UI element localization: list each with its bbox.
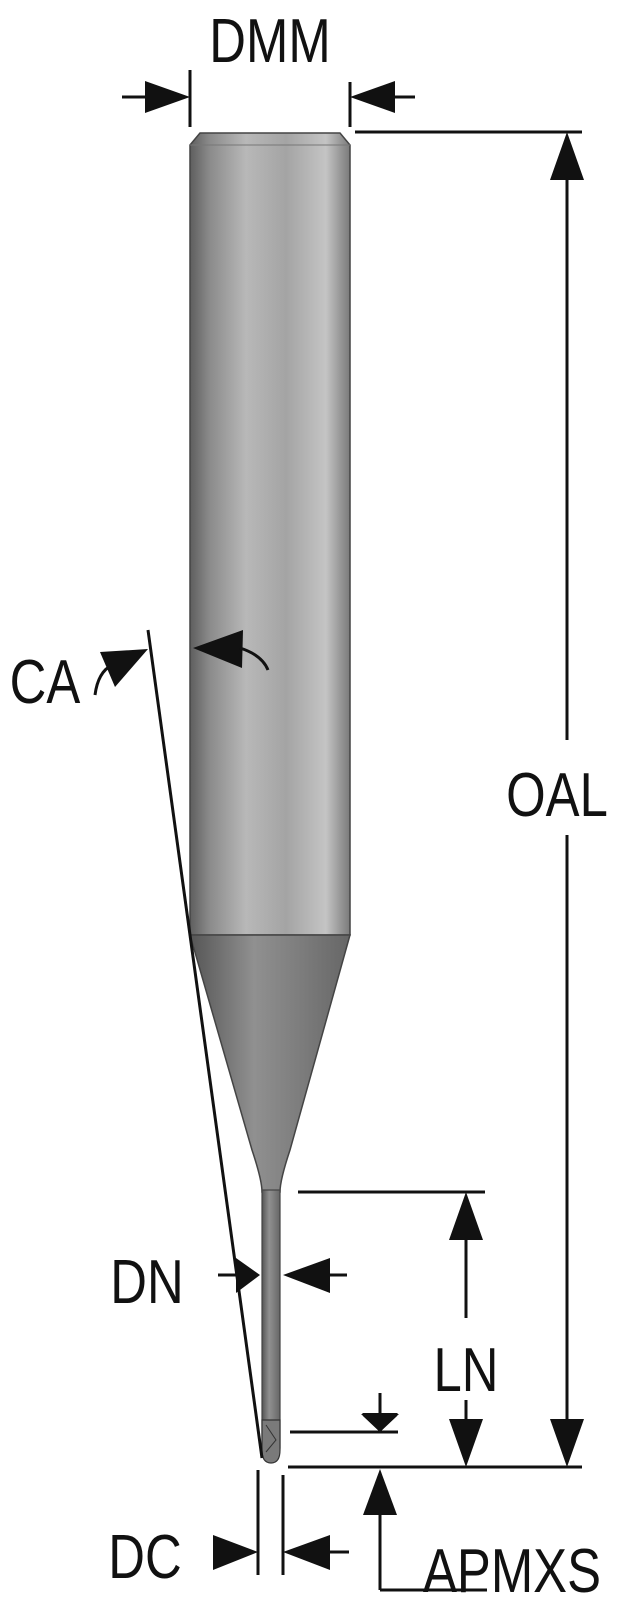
end-mill-tool: [189, 132, 351, 1464]
taper-cone: [189, 934, 351, 1193]
apmxs-label: APMXS: [423, 1537, 601, 1600]
dn-dimension: DN: [110, 1248, 347, 1317]
dmm-dimension: DMM: [122, 7, 415, 127]
arrow-left-icon: [350, 81, 395, 113]
ln-dimension: LN: [298, 1190, 499, 1467]
ca-dimension: CA: [10, 629, 270, 1459]
arrow-curved-icon: [100, 649, 148, 687]
ln-label: LN: [434, 1336, 499, 1405]
dn-label: DN: [110, 1248, 183, 1317]
arrow-down-icon: [449, 1419, 483, 1467]
arrow-up-icon: [449, 1192, 483, 1240]
arrow-left-icon: [283, 1535, 330, 1570]
shank: [189, 132, 351, 936]
apmxs-dimension: APMXS: [290, 1393, 601, 1600]
arrow-left-icon: [283, 1258, 330, 1293]
arrow-up-icon: [550, 132, 584, 180]
oal-label: OAL: [506, 761, 608, 830]
dc-dimension: DC: [108, 1470, 349, 1592]
arrow-right-icon: [236, 1258, 260, 1293]
ca-label: CA: [10, 648, 81, 717]
ball-tip: [261, 1419, 281, 1464]
dmm-label: DMM: [209, 7, 330, 76]
neck: [261, 1189, 281, 1449]
arrow-right-icon: [145, 81, 190, 113]
arrow-down-icon: [550, 1419, 584, 1467]
arrow-left-icon: [193, 630, 243, 668]
arrow-up-icon: [363, 1469, 397, 1515]
oal-dimension: OAL: [288, 130, 608, 1469]
arrow-right-icon: [213, 1535, 258, 1570]
dc-label: DC: [108, 1523, 181, 1592]
